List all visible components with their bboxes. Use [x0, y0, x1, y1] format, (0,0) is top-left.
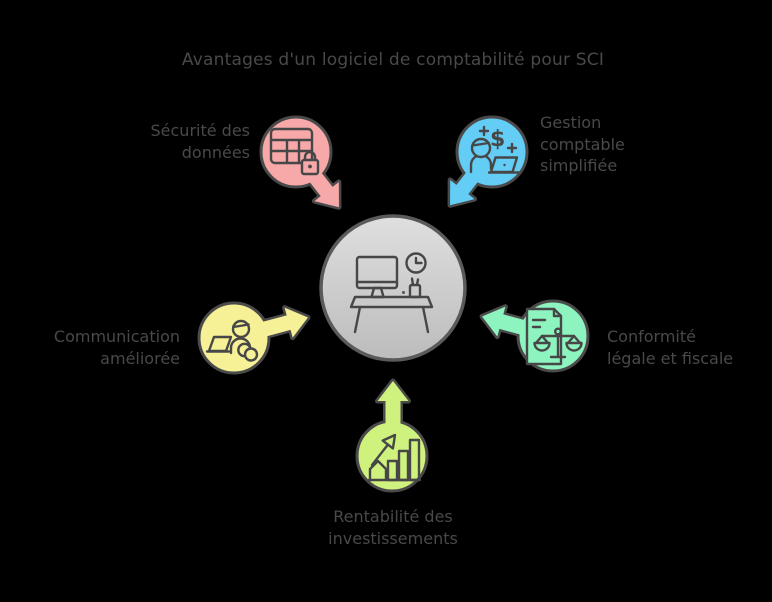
accountant-laptop-dollar-icon: $ [469, 125, 521, 174]
node-label-securite: Sécurité des données [150, 121, 251, 162]
table-lock-icon [269, 127, 320, 176]
document-scales-icon [525, 307, 583, 366]
node-label-conformite: Conformité légale et fiscale [607, 327, 734, 368]
node-communication [197, 301, 311, 375]
dollar-glyph: $ [490, 127, 505, 152]
growth-chart-icon [367, 433, 422, 482]
desk-workstation-icon [349, 252, 434, 334]
person-laptop-chat-icon [205, 319, 259, 362]
node-gestion-comptable: $ [447, 115, 529, 208]
node-securite-donnees [259, 115, 342, 210]
node-label-rentabilite: Rentabilité des investissements [328, 507, 458, 548]
center-node [319, 214, 467, 362]
node-label-communication: Communication améliorée [53, 327, 180, 368]
node-conformite [479, 299, 590, 373]
node-label-gestion: Gestion comptable simplifiée [540, 113, 625, 175]
diagram-title: Avantages d'un logiciel de comptabilité … [181, 50, 605, 70]
node-rentabilite [355, 378, 429, 493]
